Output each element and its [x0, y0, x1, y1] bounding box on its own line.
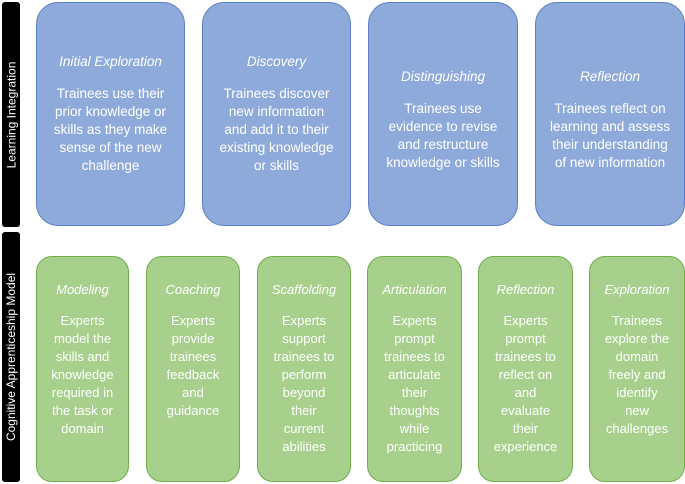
desc-line: new — [625, 403, 649, 418]
desc-line: provide — [171, 331, 215, 346]
desc-line: Experts — [281, 313, 327, 328]
card-title: Articulation — [382, 282, 447, 297]
desc-line: their — [401, 385, 428, 400]
desc-line: their understanding — [552, 137, 668, 152]
desc-line: sense of the new — [59, 140, 162, 155]
card-title: Distinguishing — [400, 69, 486, 84]
desc-line: required in — [51, 385, 114, 400]
card-reflection-apprenticeship: Reflection Experts prompt trainees to re… — [478, 256, 573, 482]
desc-line: and restructure — [397, 137, 489, 152]
desc-line: guidance — [166, 403, 220, 418]
desc-line: while — [399, 421, 430, 436]
desc-line: Trainees discover — [223, 86, 330, 101]
card-description: Experts provide trainees feedback and gu… — [167, 312, 220, 420]
desc-line: and — [182, 385, 204, 400]
card-title: Initial Exploration — [59, 54, 162, 69]
desc-line: challenges — [605, 421, 669, 436]
card-description: Trainees use evidence to revise and rest… — [386, 100, 499, 172]
card-title: Coaching — [165, 282, 221, 297]
desc-line: support — [282, 331, 326, 346]
desc-line: reflect on — [498, 367, 553, 382]
card-exploration: Exploration Trainees explore the domain … — [589, 256, 685, 482]
desc-line: their — [512, 421, 539, 436]
desc-line: model the — [53, 331, 112, 346]
card-coaching: Coaching Experts provide trainees feedba… — [146, 256, 240, 482]
card-articulation: Articulation Experts prompt trainees to … — [367, 256, 462, 482]
desc-line: and add it to their — [224, 122, 329, 137]
desc-line: feedback — [166, 367, 220, 382]
desc-line: prior knowledge or — [54, 104, 167, 119]
desc-line: evaluate — [500, 403, 551, 418]
card-description: Trainees discover new information and ad… — [219, 85, 333, 175]
desc-line: trainees — [169, 349, 217, 364]
desc-line: domain — [615, 349, 659, 364]
card-title: Scaffolding — [271, 282, 337, 297]
card-description: Trainees explore the domain freely and i… — [605, 312, 669, 438]
desc-line: new information — [228, 104, 325, 119]
desc-line: prompt — [394, 331, 435, 346]
card-reflection-learning: Reflection Trainees reflect on learning … — [535, 2, 685, 226]
desc-line: perform — [281, 367, 327, 382]
desc-line: the task or — [52, 403, 113, 418]
learning-integration-label: Learning Integration — [2, 2, 20, 227]
learning-integration-label-text: Learning Integration — [4, 61, 18, 168]
desc-line: experience — [493, 439, 558, 454]
desc-line: practicing — [386, 439, 443, 454]
desc-line: and — [514, 385, 537, 400]
desc-line: thoughts — [389, 403, 440, 418]
desc-line: Trainees use their — [56, 86, 165, 101]
desc-line: trainees to — [273, 349, 335, 364]
card-description: Experts prompt trainees to reflect on an… — [494, 312, 558, 456]
desc-line: articulate — [388, 367, 441, 382]
card-title: Reflection — [496, 282, 555, 297]
card-initial-exploration: Initial Exploration Trainees use their p… — [36, 2, 185, 226]
card-description: Experts support trainees to perform beyo… — [274, 312, 335, 456]
desc-line: their — [291, 403, 317, 418]
card-title: Reflection — [579, 69, 641, 84]
desc-line: Experts — [170, 313, 216, 328]
cognitive-apprenticeship-label: Cognitive Apprenticeship Model — [2, 232, 20, 482]
desc-line: trainees to — [384, 349, 445, 364]
desc-line: beyond — [282, 385, 326, 400]
desc-line: or skills — [253, 158, 299, 173]
desc-line: abilities — [282, 439, 326, 454]
desc-line: existing knowledge — [219, 140, 334, 155]
card-description: Experts prompt trainees to articulate th… — [384, 312, 445, 456]
card-description: Experts model the skills and knowledge r… — [51, 312, 113, 438]
card-description: Trainees use their prior knowledge or sk… — [54, 85, 167, 175]
card-distinguishing: Distinguishing Trainees use evidence to … — [368, 2, 518, 226]
desc-line: Experts — [392, 313, 437, 328]
desc-line: Trainees — [611, 313, 663, 328]
desc-line: Trainees use — [404, 101, 482, 116]
desc-line: evidence to revise — [388, 119, 498, 134]
desc-line: domain — [61, 421, 104, 436]
desc-line: of new information — [554, 155, 666, 170]
desc-line: Experts — [503, 313, 548, 328]
desc-line: current — [283, 421, 325, 436]
desc-line: Trainees reflect on — [554, 101, 666, 116]
card-title: Discovery — [246, 54, 307, 69]
desc-line: trainees to — [495, 349, 556, 364]
desc-line: skills as they make — [53, 122, 168, 137]
card-title: Exploration — [604, 282, 670, 297]
desc-line: skills and — [55, 349, 110, 364]
card-description: Trainees reflect on learning and assess … — [550, 100, 670, 172]
desc-line: prompt — [505, 331, 546, 346]
card-discovery: Discovery Trainees discover new informat… — [202, 2, 351, 226]
cognitive-apprenticeship-label-text: Cognitive Apprenticeship Model — [4, 272, 19, 442]
desc-line: learning and assess — [549, 119, 671, 134]
card-modeling: Modeling Experts model the skills and kn… — [36, 256, 129, 482]
card-title: Modeling — [56, 282, 109, 297]
desc-line: challenge — [81, 158, 140, 173]
card-scaffolding: Scaffolding Experts support trainees to … — [257, 256, 351, 482]
desc-line: knowledge or skills — [386, 155, 500, 170]
desc-line: knowledge — [51, 367, 114, 382]
desc-line: identify — [616, 385, 658, 400]
desc-line: Experts — [60, 313, 105, 328]
desc-line: explore the — [604, 331, 670, 346]
desc-line: freely and — [608, 367, 666, 382]
